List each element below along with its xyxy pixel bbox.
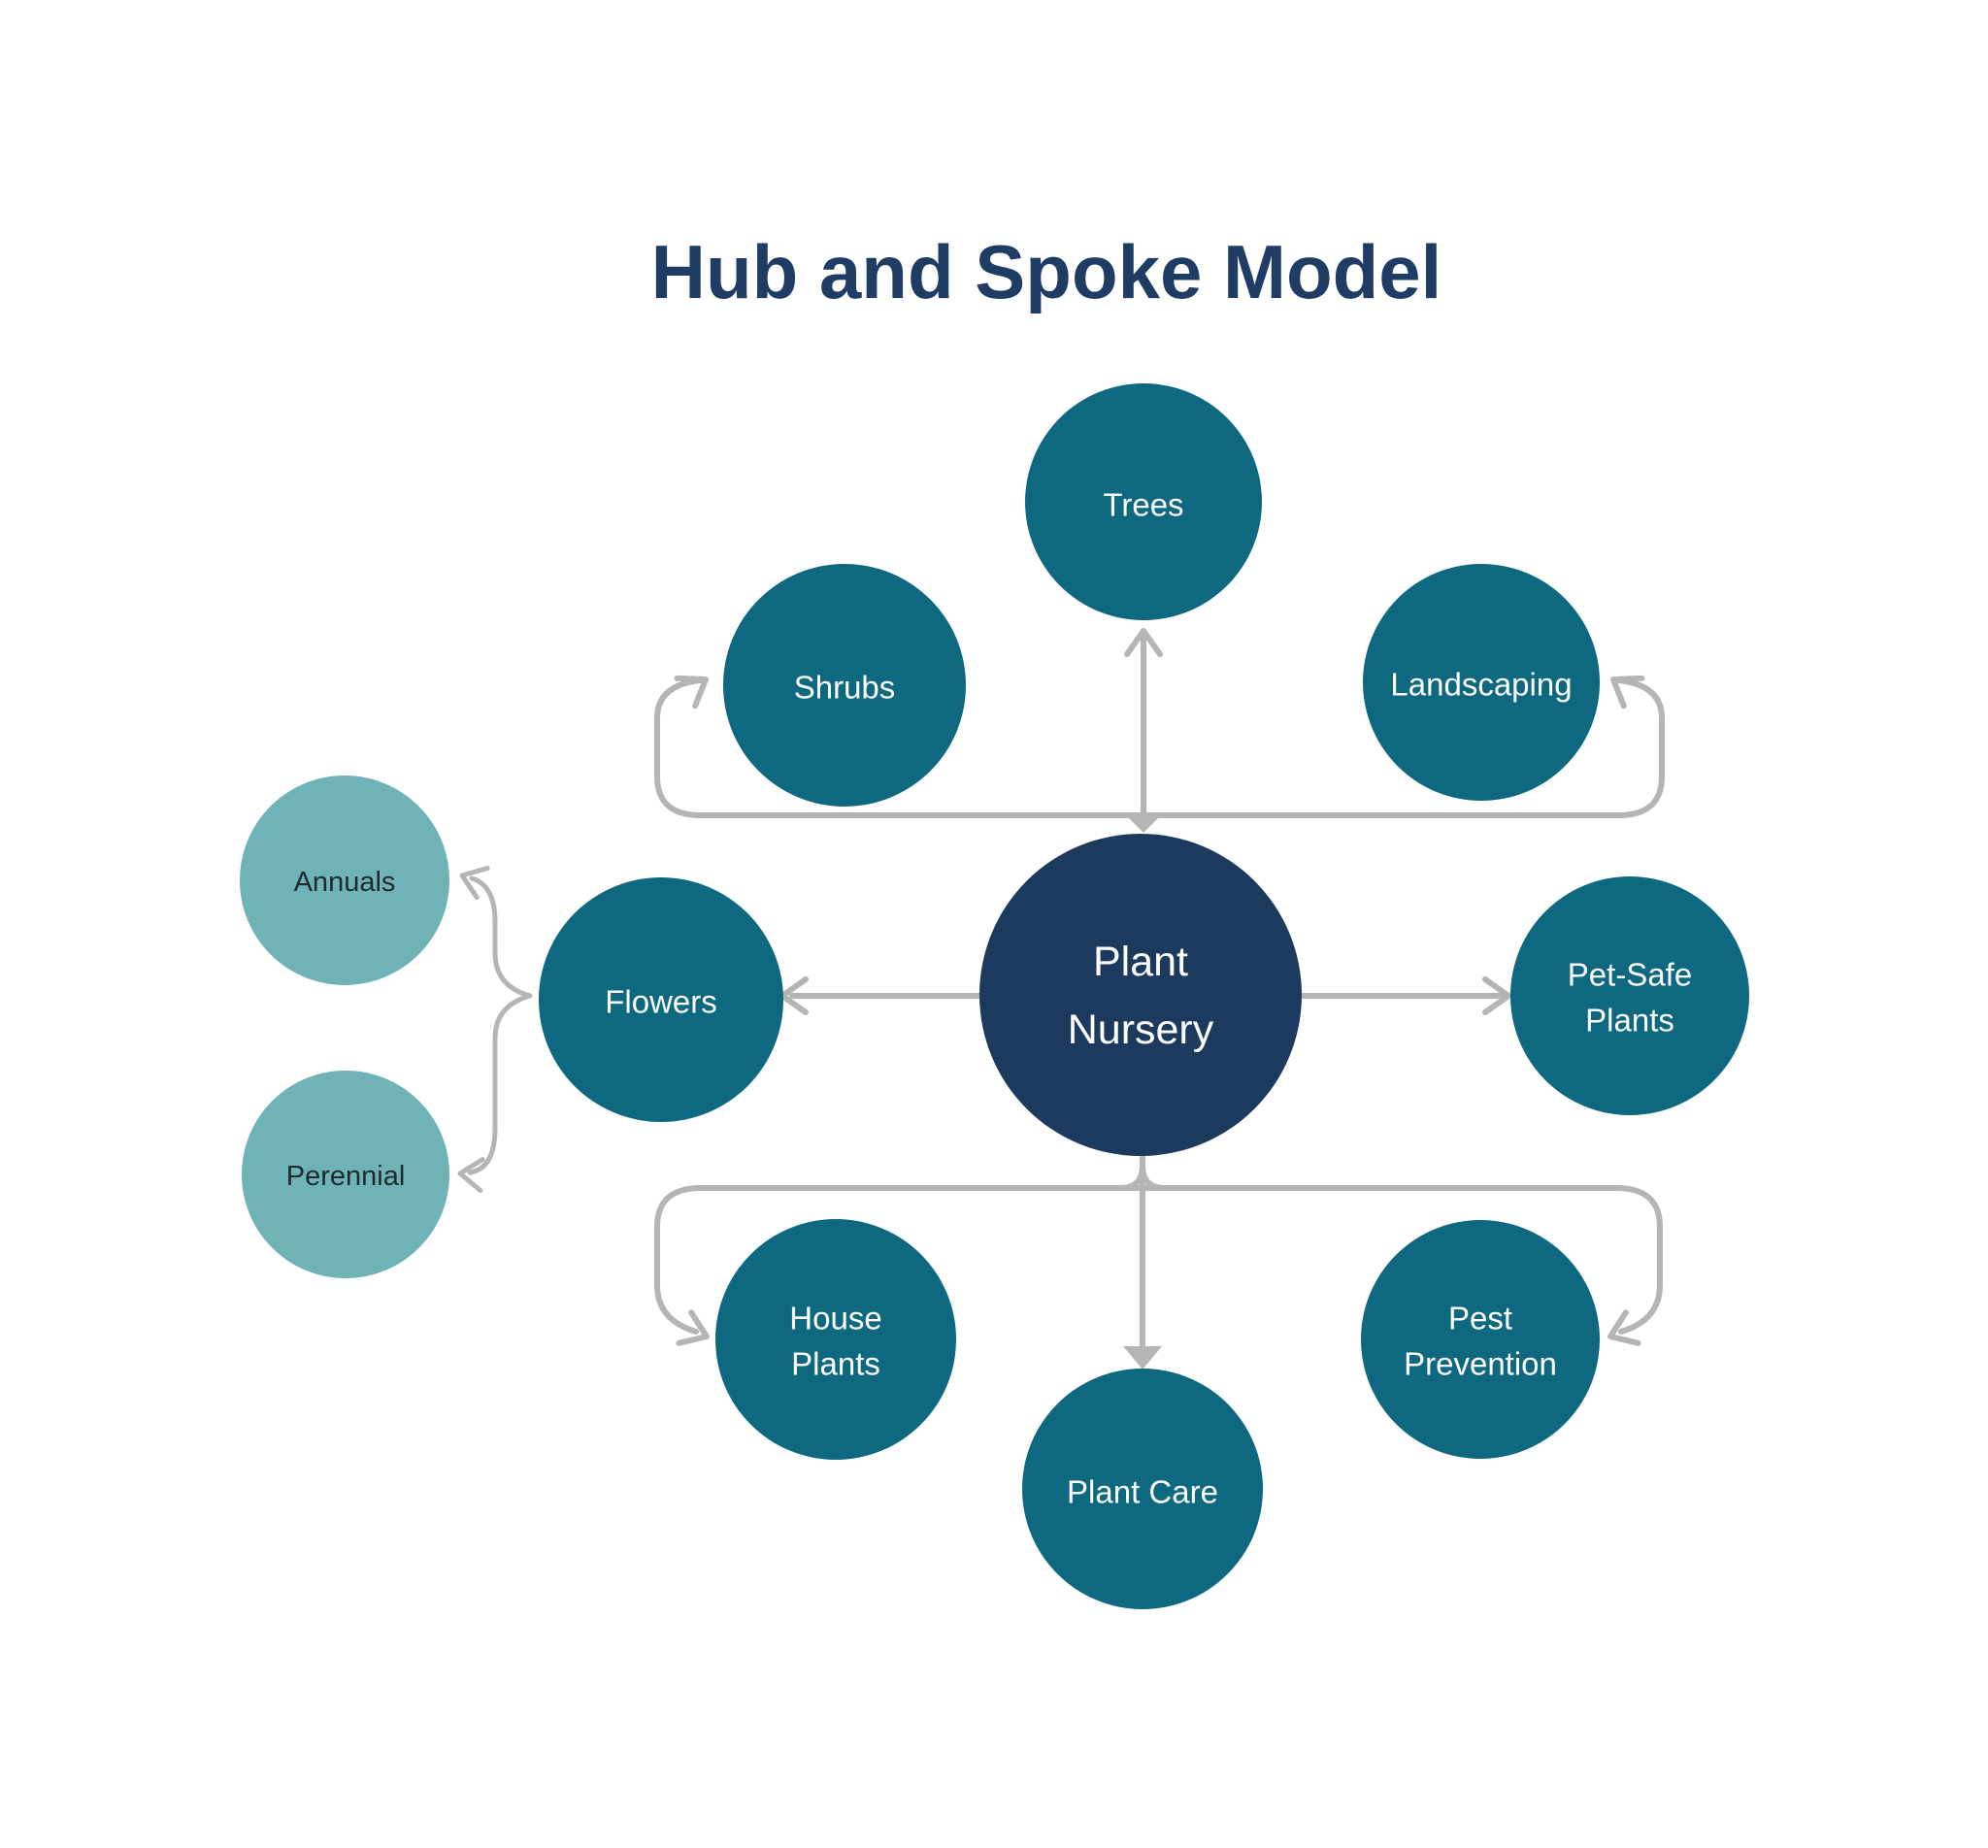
arrowhead-annuals: [459, 865, 490, 901]
node-pet-safe-plants: Pet-Safe Plants: [1510, 876, 1749, 1115]
node-house-plants-label-line1: House: [789, 1301, 881, 1336]
node-plant-care-label: Plant Care: [1067, 1474, 1218, 1510]
node-trees-circle: [1025, 383, 1262, 620]
connector-hub-shrubs: [654, 677, 1146, 818]
arrowhead-perennial: [457, 1157, 485, 1193]
arrowhead-house-plants: [676, 1309, 710, 1346]
arrowhead-into-hub-top: [1129, 818, 1158, 833]
connector-hub-pest-prevention: [1140, 1185, 1663, 1335]
page-title: Hub and Spoke Model: [651, 229, 1442, 314]
junction-fillet-left: [1117, 1163, 1145, 1191]
node-flowers-circle: [539, 877, 783, 1122]
connectors: [457, 628, 1665, 1370]
connector-hub-landscaping: [1141, 677, 1665, 818]
node-pet-safe-plants-label-line1: Pet-Safe: [1568, 957, 1692, 993]
connector-hub-house-plants: [654, 1185, 1145, 1335]
node-landscaping: Landscaping: [1363, 564, 1600, 801]
node-trees: Trees: [1025, 383, 1262, 620]
connector-flowers-annuals: [469, 875, 533, 999]
node-flowers-label: Flowers: [605, 984, 717, 1020]
node-flowers: Flowers: [539, 877, 783, 1122]
connector-flowers-perennial: [467, 993, 533, 1175]
node-trees-label: Trees: [1103, 487, 1183, 523]
node-pest-prevention-label-line1: Pest: [1448, 1301, 1512, 1336]
node-pet-safe-plants-circle: [1510, 876, 1749, 1115]
arrowhead-trees: [1124, 628, 1163, 657]
node-annuals: Annuals: [240, 776, 449, 985]
node-landscaping-label: Landscaping: [1390, 667, 1572, 703]
node-shrubs: Shrubs: [723, 564, 966, 807]
node-hub-label-line1: Plant: [1093, 939, 1188, 985]
node-perennial-circle: [242, 1071, 449, 1278]
arrowhead-pest-prevention: [1607, 1309, 1641, 1346]
node-hub-label-line2: Nursery: [1068, 1006, 1214, 1053]
node-pest-prevention-label-line2: Prevention: [1404, 1346, 1557, 1382]
node-house-plants-circle: [715, 1219, 956, 1460]
node-hub-circle: [979, 834, 1302, 1156]
node-landscaping-circle: [1363, 564, 1600, 801]
node-house-plants: House Plants: [715, 1219, 956, 1460]
node-perennial: Perennial: [242, 1071, 449, 1278]
arrowhead-plant-care: [1123, 1346, 1162, 1370]
node-pest-prevention-circle: [1361, 1220, 1600, 1459]
node-annuals-label: Annuals: [294, 867, 396, 898]
node-house-plants-label-line2: Plants: [791, 1346, 880, 1382]
arrowhead-shrubs: [674, 675, 709, 710]
node-plant-care-circle: [1022, 1369, 1263, 1609]
node-pest-prevention: Pest Prevention: [1361, 1220, 1600, 1459]
node-shrubs-circle: [723, 564, 966, 807]
node-annuals-circle: [240, 776, 449, 985]
arrowhead-landscaping: [1610, 675, 1645, 710]
node-shrubs-label: Shrubs: [794, 670, 896, 706]
node-pet-safe-plants-label-line2: Plants: [1585, 1003, 1674, 1039]
arrowhead-pet-safe: [1482, 976, 1511, 1015]
junction-fillet-right: [1140, 1163, 1168, 1191]
node-perennial-label: Perennial: [286, 1161, 406, 1192]
node-hub: Plant Nursery: [979, 834, 1302, 1156]
node-plant-care: Plant Care: [1022, 1369, 1263, 1609]
